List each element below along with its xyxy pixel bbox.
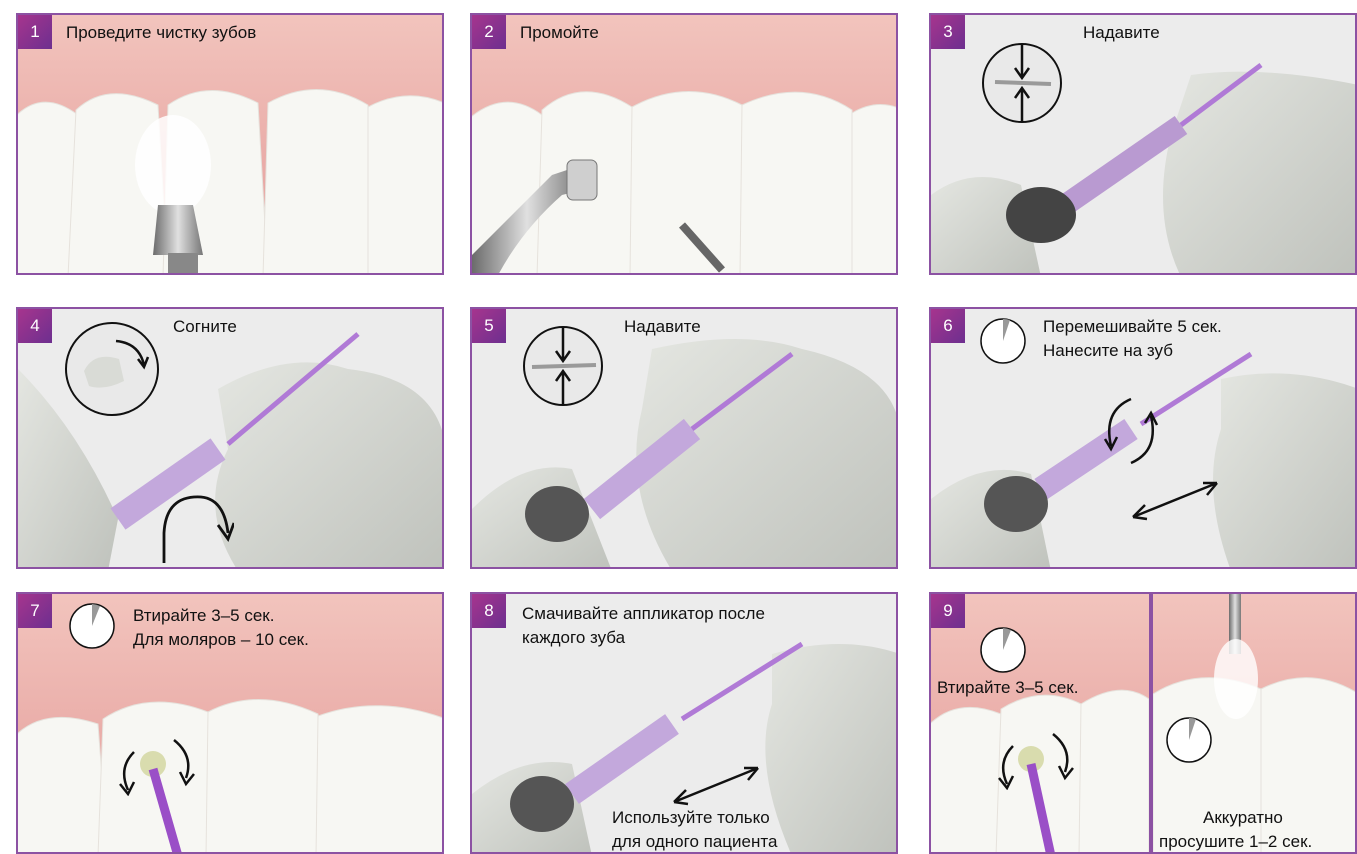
step-panel-2: 2 Промойте [470,13,898,275]
single-use-note: Используйте только [612,806,770,829]
rinse-illustration [472,15,898,275]
step-panel-8: 8 Смачивайте аппликатор после каждого зу… [470,592,898,854]
step-panel-5: 5 Надавите [470,307,898,569]
step-panel-7: 7 Втирайте 3–5 сек. Для моляров – 10 сек… [16,592,444,854]
rotate-arrows-icon [1101,391,1161,471]
stopwatch-icon [1165,716,1213,764]
step-panel-4: 4 Согните [16,307,444,569]
step-number-badge: 7 [18,594,52,628]
step-instruction: Согните [173,315,237,338]
single-use-note: для одного пациента [612,830,777,853]
step-instruction: Нанесите на зуб [1043,339,1173,362]
stopwatch-icon [979,317,1027,365]
step-number-badge: 1 [18,15,52,49]
step-number-badge: 9 [931,594,965,628]
step-number-badge: 4 [18,309,52,343]
dry-instruction: просушите 1–2 сек. [1159,830,1312,853]
step-instruction: Для моляров – 10 сек. [133,628,309,651]
rotate-arrows-icon [993,726,1077,790]
press-inset [522,325,604,407]
dry-instruction: Аккуратно [1203,806,1283,829]
double-arrow-icon [1127,477,1223,523]
step-instruction: Проведите чистку зубов [66,21,256,44]
stopwatch-icon [979,626,1027,674]
step-instruction: Втирайте 3–5 сек. [937,676,1078,699]
step-number-badge: 6 [931,309,965,343]
step-panel-1: 1 Проведите чистку зубов [16,13,444,275]
step-instruction: Надавите [624,315,701,338]
step-instruction: Втирайте 3–5 сек. [133,604,274,627]
step-panel-3: 3 Надавите [929,13,1357,275]
teeth-cleaning-illustration [18,15,444,275]
step-instruction: Промойте [520,21,599,44]
step-number-badge: 5 [472,309,506,343]
press-inset [981,42,1063,124]
step-instruction: Перемешивайте 5 сек. [1043,315,1222,338]
step-number-badge: 8 [472,594,506,628]
bend-inset [64,321,160,417]
bend-arrow-icon [156,485,234,565]
step-panel-6: 6 Перемешивайте 5 сек. Нанесите на зуб [929,307,1357,569]
double-arrow-icon [668,762,764,808]
step-number-badge: 2 [472,15,506,49]
step-instruction: каждого зуба [522,626,625,649]
step-instruction: Смачивайте аппликатор после [522,602,765,625]
step-instruction: Надавите [1083,21,1160,44]
step-panel-9: 9 Втирайте 3–5 сек. Аккуратно просушите … [929,592,1357,854]
stopwatch-icon [68,602,116,650]
step-number-badge: 3 [931,15,965,49]
rotate-arrows-icon [114,732,198,796]
